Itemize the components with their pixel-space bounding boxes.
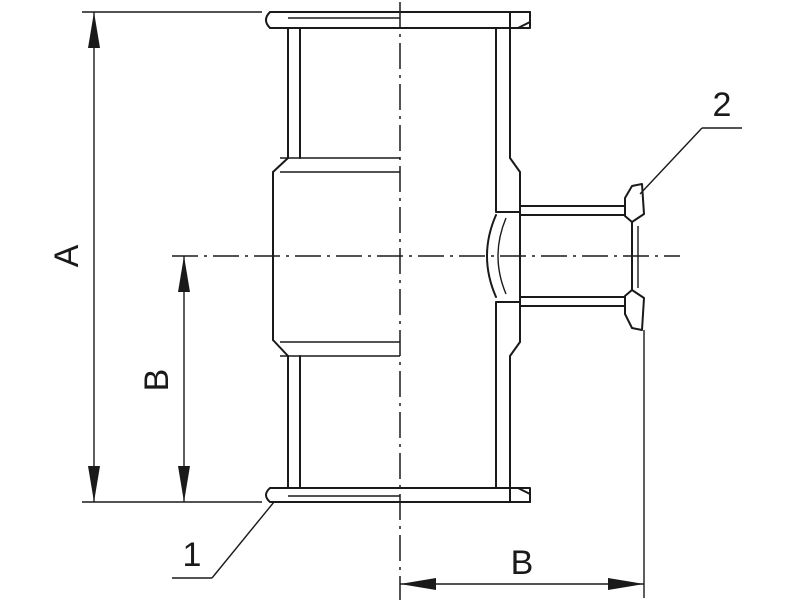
dimension-b-vertical-label: B	[138, 369, 176, 392]
main-body-outline	[265, 11, 531, 503]
dimension-b-horizontal-label: B	[511, 544, 534, 582]
callout-2-leader	[639, 127, 742, 195]
dimension-a	[82, 11, 262, 503]
callout-2-label: 2	[713, 86, 732, 124]
center-lines	[172, 2, 680, 600]
dimension-b-vertical	[178, 256, 190, 502]
dimension-b-horizontal	[400, 330, 645, 598]
branch-outlet	[486, 183, 645, 331]
callout-1-leader	[172, 501, 275, 579]
main-body-section	[399, 11, 531, 503]
callout-1-label: 1	[183, 536, 202, 574]
dimension-a-label: A	[48, 244, 86, 267]
